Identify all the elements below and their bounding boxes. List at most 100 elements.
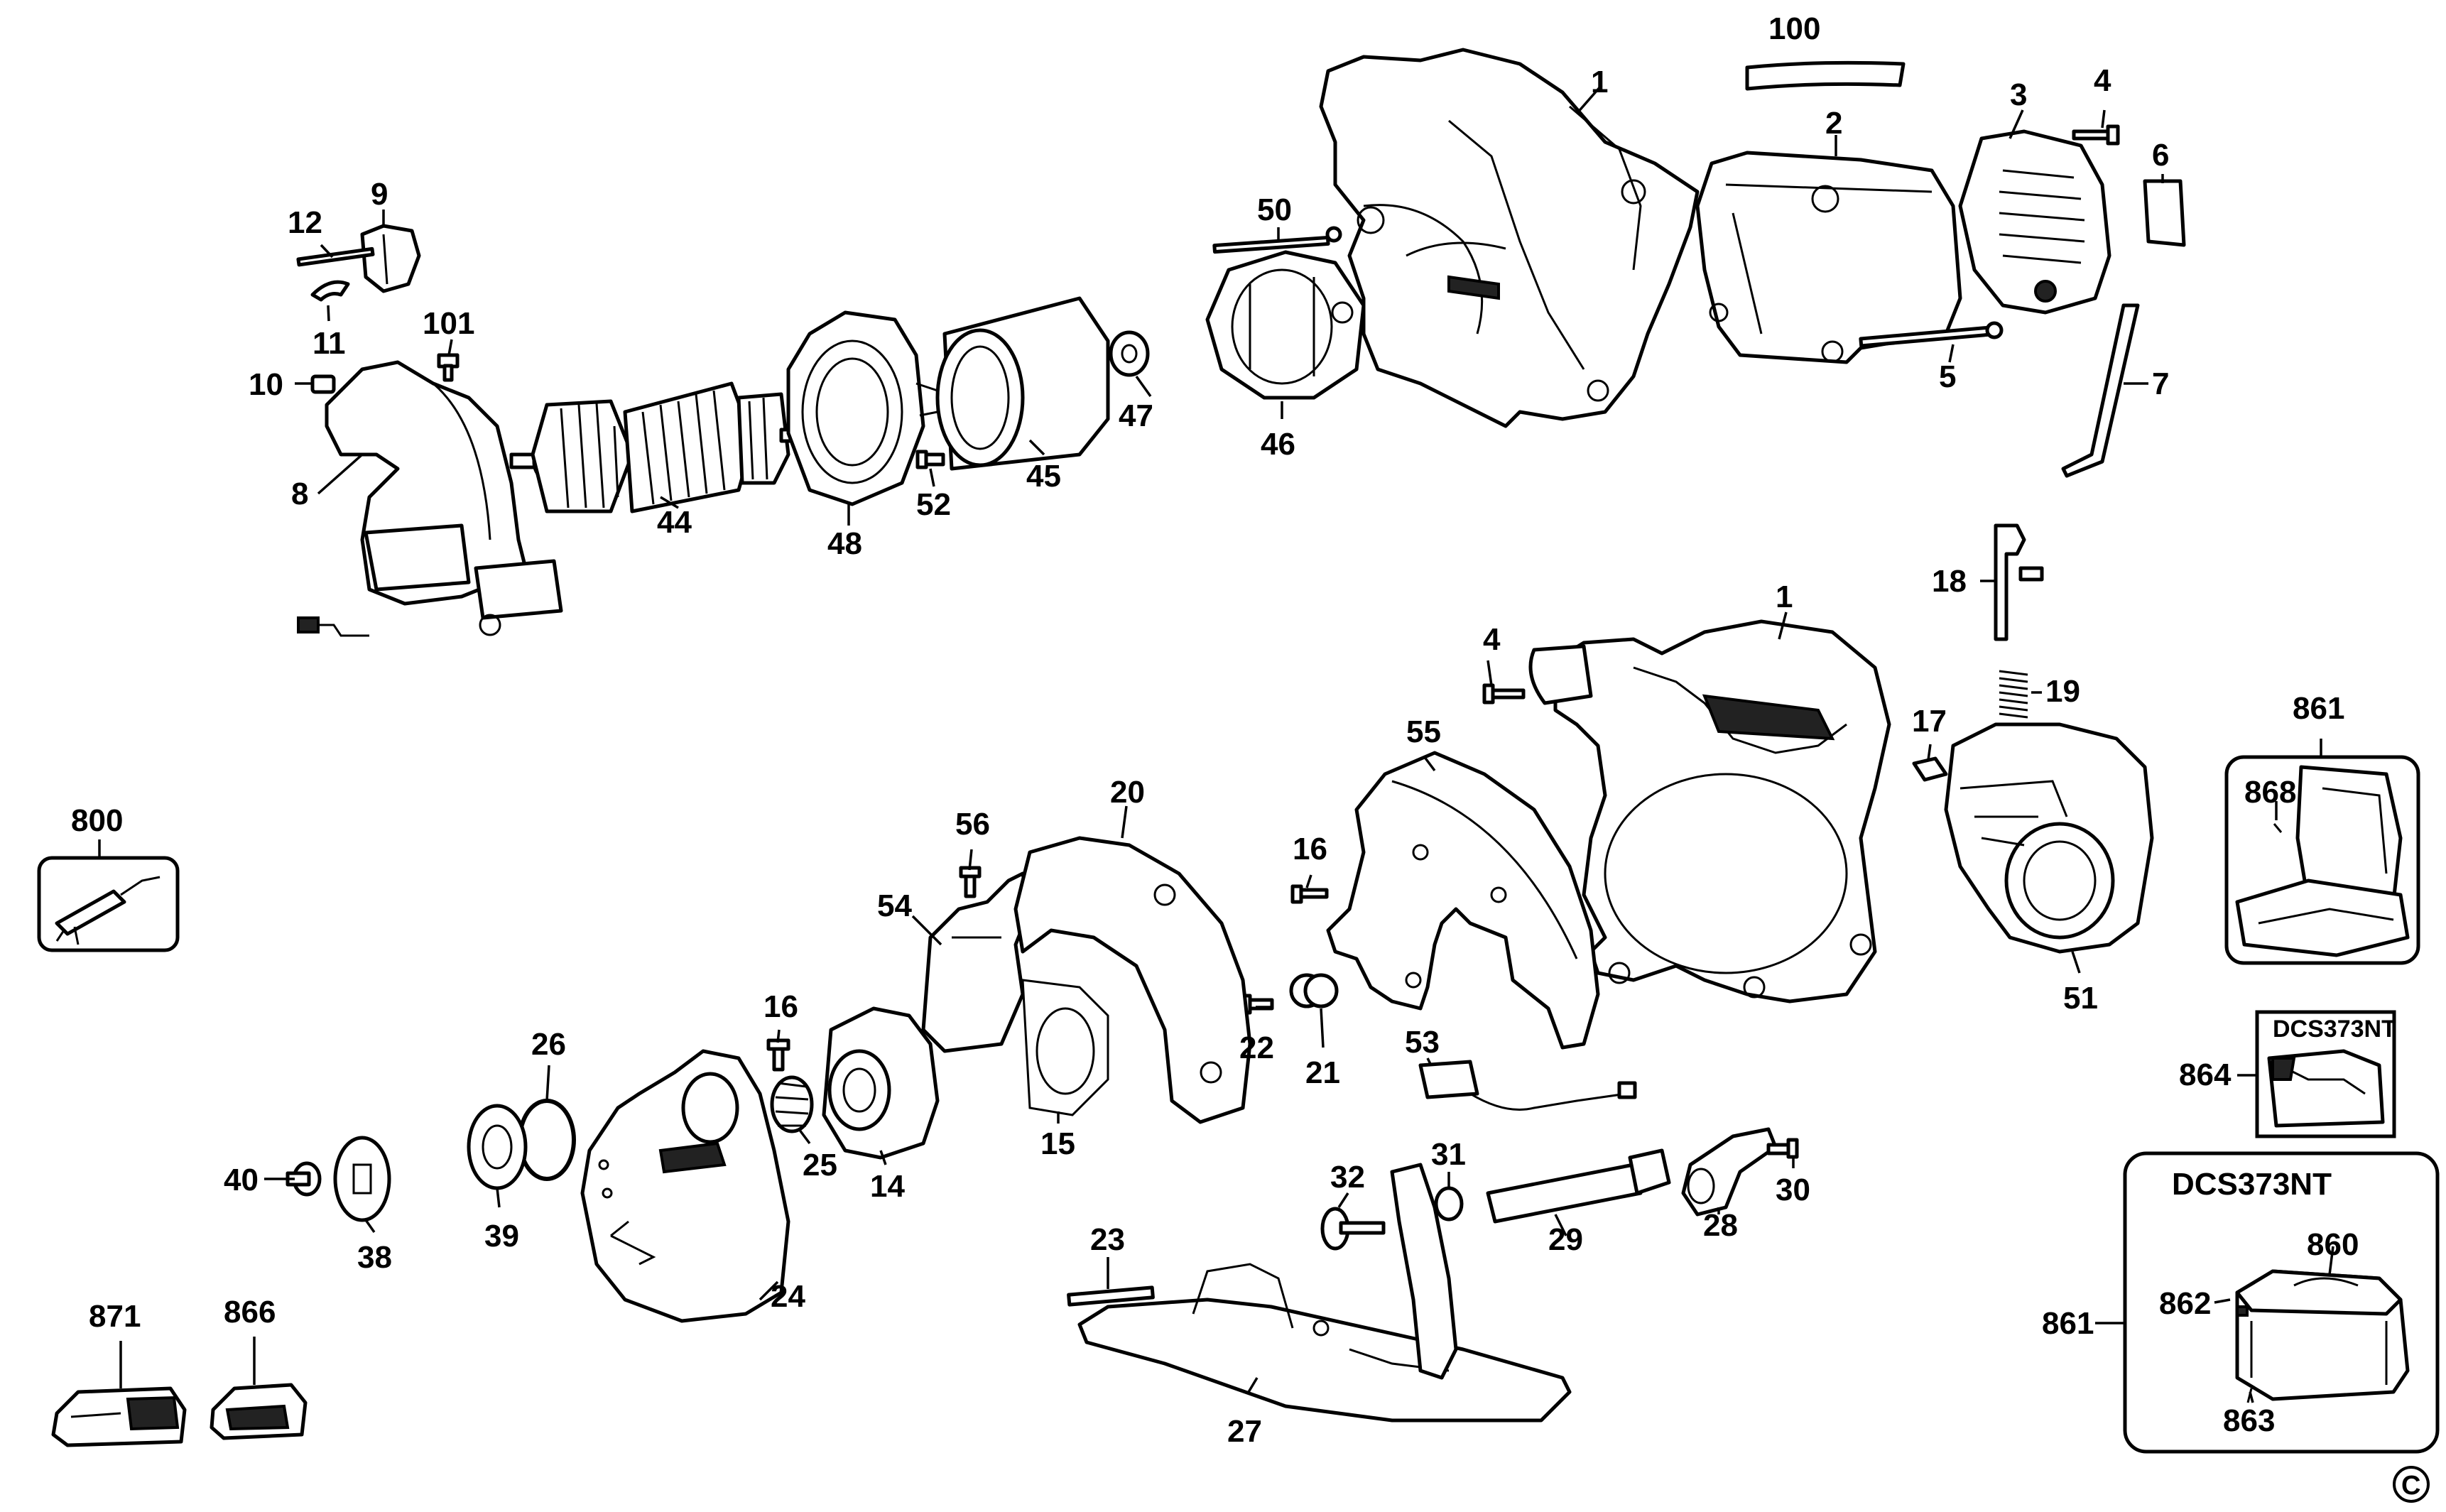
label-28: 28: [1703, 1208, 1738, 1243]
label-39: 39: [484, 1219, 519, 1253]
label-4-lower: 4: [1483, 622, 1501, 657]
label-7: 7: [2152, 366, 2169, 401]
label-861-lower: 861: [2042, 1306, 2094, 1341]
label-866: 866: [224, 1295, 276, 1329]
label-23: 23: [1090, 1222, 1125, 1257]
part-800-box: [37, 856, 180, 952]
label-18: 18: [1932, 564, 1967, 599]
label-29: 29: [1548, 1222, 1583, 1257]
label-860: 860: [2307, 1227, 2359, 1262]
guard-plate: [1326, 751, 1600, 1050]
outer-flange: [333, 1136, 391, 1222]
label-6: 6: [2152, 138, 2169, 173]
label-24: 24: [771, 1279, 805, 1314]
label-19: 19: [2045, 674, 2080, 709]
spring-clip: [310, 280, 350, 302]
label-16-upper: 16: [1293, 832, 1327, 866]
lock-pin: [1994, 523, 2044, 641]
label-864: 864: [2179, 1057, 2232, 1092]
part-864-box: [2255, 1010, 2396, 1138]
label-53: 53: [1405, 1025, 1440, 1060]
depth-arm: [1390, 1163, 1458, 1380]
screw-upper: [2072, 124, 2120, 146]
label-15: 15: [1040, 1126, 1075, 1161]
screw-52: [915, 450, 945, 469]
screw-16-upper: [1290, 884, 1329, 904]
wire-connector: [1418, 1060, 1637, 1111]
motor-cover: [1695, 151, 1962, 364]
label-40: 40: [224, 1163, 259, 1197]
switch-assembly: [297, 360, 563, 637]
label-5: 5: [1939, 359, 1956, 394]
screw-101: [437, 353, 460, 382]
pin-12: [296, 246, 375, 267]
o-ring: [518, 1099, 576, 1181]
long-bolt: [1212, 226, 1342, 254]
sticker: [2143, 179, 2186, 247]
label-52: 52: [916, 487, 951, 522]
label-38: 38: [357, 1240, 392, 1275]
label-862: 862: [2159, 1286, 2211, 1321]
label-22: 22: [1239, 1030, 1274, 1065]
label-10: 10: [249, 367, 283, 402]
flange-washer: [467, 1104, 528, 1190]
label-55: 55: [1406, 714, 1441, 749]
label-868: 868: [2244, 775, 2296, 810]
label-48: 48: [827, 526, 862, 561]
switch-knob: [360, 224, 421, 293]
screw-16-lower: [766, 1038, 790, 1072]
label-1-lower: 1: [1776, 580, 1793, 614]
screw-56: [959, 866, 982, 898]
label-47: 47: [1119, 398, 1153, 433]
washer-47: [1109, 330, 1150, 377]
label-12: 12: [288, 205, 322, 240]
spring-19: [1999, 670, 2028, 719]
label-100: 100: [1768, 11, 1820, 46]
clamp-lever: [1681, 1127, 1778, 1217]
label-861-upper: 861: [2293, 691, 2344, 726]
screw-lower: [1482, 683, 1526, 705]
clip-17: [1912, 756, 1948, 782]
label-21: 21: [1305, 1055, 1340, 1090]
label-51: 51: [2063, 981, 2098, 1016]
spindle-housing: [822, 1006, 940, 1160]
label-8: 8: [291, 477, 308, 511]
pivot-shaft: [1486, 1148, 1671, 1224]
end-cap: [1958, 129, 2111, 315]
screw-30: [1766, 1138, 1799, 1159]
label-54: 54: [877, 888, 912, 923]
magnet-sleeve: [935, 296, 1110, 471]
label-44: 44: [657, 505, 692, 540]
label-31: 31: [1431, 1137, 1466, 1172]
label-4-upper: 4: [2094, 63, 2111, 98]
upper-blade-guard: [1013, 836, 1252, 1124]
label-9: 9: [371, 177, 388, 212]
armature: [509, 381, 819, 513]
copyright-mark: C: [2393, 1466, 2430, 1503]
part-labels: 100 1 2 3 4 6 5 7 50 46 9 12 11 10 101 8…: [71, 11, 2396, 1449]
charger-871: [51, 1386, 187, 1447]
label-27: 27: [1227, 1414, 1262, 1449]
label-101: 101: [423, 306, 474, 341]
label-26: 26: [531, 1027, 566, 1062]
label-2: 2: [1825, 106, 1842, 141]
label-sticker: [1745, 60, 1906, 91]
label-871: 871: [89, 1299, 141, 1334]
battery-866: [210, 1383, 308, 1440]
label-50: 50: [1257, 192, 1292, 227]
part-861-box: [2224, 755, 2420, 965]
label-800: 800: [71, 803, 123, 838]
label-25: 25: [803, 1148, 837, 1182]
label-16-lower: 16: [763, 989, 798, 1024]
motor-housing-upper: [1319, 48, 1700, 428]
kit-model-label-large: DCS373NT: [2172, 1167, 2332, 1202]
label-3: 3: [2010, 77, 2027, 112]
label-17: 17: [1912, 704, 1947, 739]
label-46: 46: [1261, 427, 1295, 462]
lower-blade-guard: [580, 1049, 790, 1323]
spring-nut: [770, 1075, 814, 1133]
carriage-bolt: [1320, 1207, 1386, 1251]
hex-key: [2061, 303, 2140, 478]
motor-mount: [1205, 250, 1366, 400]
